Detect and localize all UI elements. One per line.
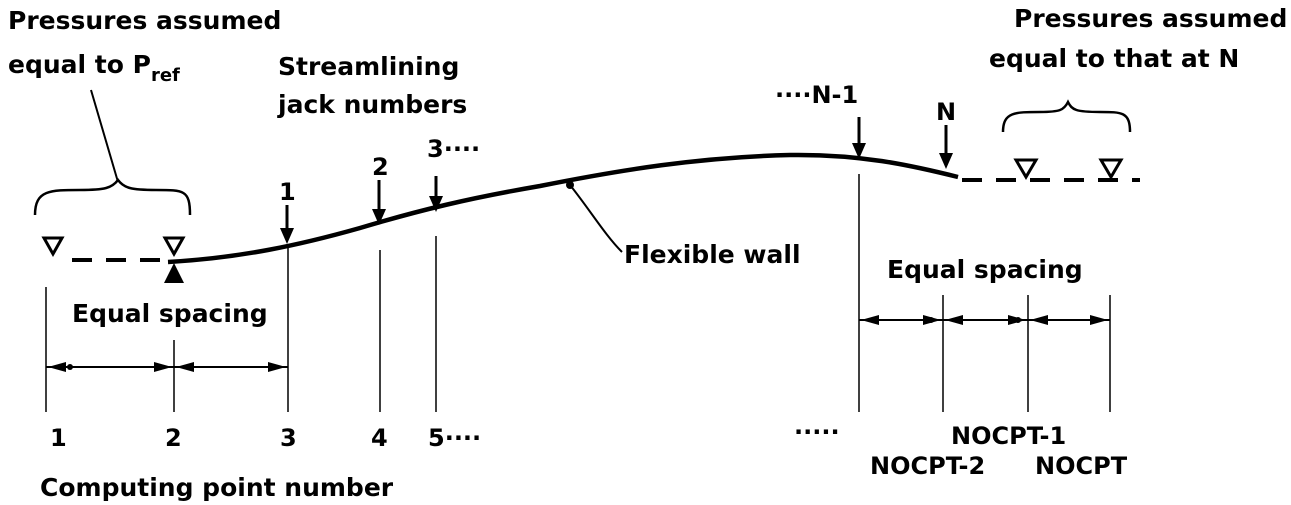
equal-spacing-right-dimension: [859, 315, 1110, 325]
cp-label-4: 4: [371, 424, 388, 452]
jack-label-2: 2: [372, 153, 389, 181]
right-brace: [1001, 99, 1132, 133]
right-pressure-tap-1: [1013, 158, 1039, 180]
jack-arrow-n-minus-1: [852, 117, 866, 159]
jack-arrow-3: [429, 176, 443, 212]
right-pressure-tap-2: [1098, 158, 1124, 180]
flexible-wall-curve: [167, 152, 959, 265]
cp-label-2: 2: [165, 424, 182, 452]
jack-label-1: 1: [279, 178, 296, 206]
left-annotation-pointer: [90, 89, 119, 183]
equal-spacing-left-label: Equal spacing: [72, 299, 268, 328]
cp-label-dots: ·····: [794, 418, 840, 446]
equal-spacing-left-dimension: [46, 362, 288, 372]
streamlining-line1: Streamlining: [278, 52, 459, 81]
jack-arrow-2: [372, 180, 386, 225]
left-pressures-line2: equal to Pref: [8, 50, 180, 86]
cp-label-nocpt-2: NOCPT-2: [870, 452, 985, 480]
right-pressures-line2: equal to that at N: [989, 44, 1239, 73]
cp-label-1: 1: [50, 424, 67, 452]
streamlining-line2: jack numbers: [277, 90, 467, 119]
left-pressure-tap-1: [41, 236, 65, 258]
flexible-wall-label: Flexible wall: [624, 240, 801, 269]
jack-arrow-1: [280, 205, 294, 244]
left-pressure-tap-2: [162, 236, 186, 258]
left-pressures-line2-text: equal to P: [8, 50, 151, 79]
jack-arrow-n: [939, 125, 953, 169]
left-pressures-line1: Pressures assumed: [8, 6, 281, 35]
cp-label-nocpt-1: NOCPT-1: [951, 422, 1066, 450]
right-pressures-line1: Pressures assumed: [1014, 4, 1287, 33]
cp-label-5: 5····: [428, 424, 481, 452]
jack-label-n: N: [936, 98, 956, 126]
left-brace: [33, 177, 192, 216]
cp-label-3: 3: [280, 424, 297, 452]
pref-subscript: ref: [151, 65, 180, 86]
jack-label-3: 3····: [427, 135, 480, 163]
equal-spacing-right-label: Equal spacing: [887, 255, 1083, 284]
computing-point-number-label: Computing point number: [40, 473, 394, 502]
cp-label-nocpt: NOCPT: [1035, 452, 1128, 480]
jack-label-n-minus-1: ····N-1: [775, 81, 858, 109]
wall-anchor-triangle: [164, 263, 184, 283]
flexible-wall-leader: [569, 184, 623, 253]
